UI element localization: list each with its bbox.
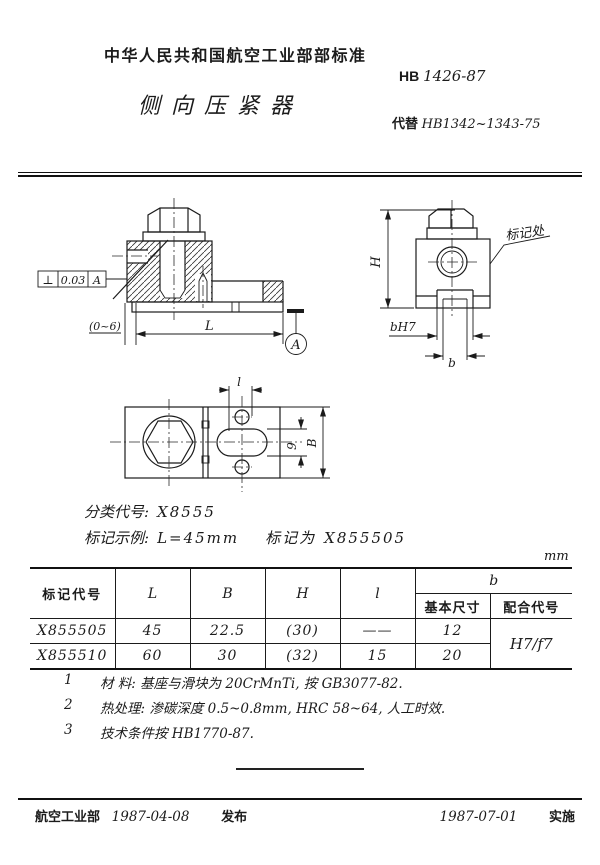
- center-divider-rule: [236, 768, 364, 770]
- overhang-dimension-label: (0~6): [89, 320, 121, 333]
- document-title: 侧向压紧器: [138, 94, 304, 119]
- cell-L: 45: [114, 618, 191, 644]
- table-row: X855505 45 22.5 (30) —— 12 H7/f7: [30, 618, 572, 670]
- table-header-row: 标记代号 L B H l b: [30, 567, 572, 619]
- replaces-note: 代替 HB1342~1343-75: [392, 113, 541, 132]
- note-number: 3: [64, 722, 73, 738]
- notes-block: 1 材 料: 基座与滑块为 20CrMnTi, 按 GB3077-82. 2 热…: [64, 672, 445, 747]
- note-line: 1 材 料: 基座与滑块为 20CrMnTi, 按 GB3077-82.: [64, 672, 445, 692]
- table-unit-label: mm: [544, 549, 569, 564]
- replaces-value: HB1342~1343-75: [421, 117, 541, 132]
- col-header-code: 标记代号: [30, 567, 116, 619]
- width-dimension-label: B: [305, 438, 319, 448]
- cell-l: ——: [339, 618, 416, 644]
- header-divider-rule: [18, 172, 582, 177]
- footer-issue-info: 航空工业部 1987-04-08 发布: [35, 806, 247, 825]
- height-dimension-label: H: [369, 256, 384, 269]
- tolerance-symbol: ⊥: [42, 273, 53, 287]
- standard-number: HB 1426-87: [399, 67, 485, 85]
- side-view-drawing: H 标记处 bH7 b: [369, 200, 551, 370]
- note-number: 1: [64, 672, 73, 688]
- table-subheader-row: 基本尺寸 配合代号: [30, 593, 572, 619]
- top-view-drawing: l 9 B: [110, 375, 330, 492]
- datum-circle-label: A: [290, 338, 300, 353]
- table-row: X855510 60 30 (32) 15 20: [30, 643, 572, 670]
- standard-number-prefix: HB: [399, 68, 420, 84]
- marking-example-condition: L=45mm: [157, 529, 240, 547]
- slot-fit-label: bH7: [390, 320, 416, 334]
- cell-B: 22.5: [189, 618, 266, 644]
- cell-code: X855510: [30, 643, 116, 670]
- footer-issuer: 航空工业部: [35, 809, 101, 824]
- col-header-b: b: [414, 567, 572, 594]
- cell-basic: 20: [414, 643, 491, 670]
- mark-location-label: 标记处: [504, 224, 546, 244]
- note-text: 材 料: 基座与滑块为 20CrMnTi, 按 GB3077-82.: [100, 676, 403, 692]
- l-dimension-label: l: [237, 375, 241, 389]
- cell-fit-code: H7/f7: [489, 618, 572, 670]
- footer-implementation-info: 1987-07-01 实施: [440, 806, 575, 825]
- front-view-drawing: ⊥ 0.03 A (0~6) L A: [37, 198, 307, 355]
- cell-H: (30): [264, 618, 341, 644]
- cell-l: 15: [339, 643, 416, 670]
- marking-example-label: 标记示例:: [84, 529, 150, 547]
- col-header-H: H: [264, 567, 341, 619]
- replaces-prefix: 代替: [392, 116, 419, 131]
- classification-code-value: X8555: [157, 503, 216, 521]
- tolerance-value: 0.03: [61, 274, 86, 287]
- classification-code-label: 分类代号:: [84, 503, 150, 521]
- note-line: 3 技术条件按 HB1770-87.: [64, 722, 445, 742]
- footer-impl-date: 1987-07-01: [439, 809, 518, 825]
- classification-code-line: 分类代号: X8555: [84, 499, 406, 525]
- dimension-table: 标记代号 L B H l b 基本尺寸 配合代号 X855505 45 22.5…: [30, 567, 572, 670]
- col-header-L: L: [114, 567, 191, 619]
- note-number: 2: [64, 697, 73, 713]
- marking-example-value: X855505: [324, 529, 407, 547]
- standard-number-value: 1426-87: [423, 67, 486, 85]
- note-text: 热处理: 渗碳深度 0.5~0.8mm, HRC 58~64, 人工时效.: [100, 701, 446, 717]
- footer-impl-label: 实施: [548, 809, 575, 824]
- slot-width-dimension-label: 9: [285, 442, 299, 450]
- cell-L: 60: [114, 643, 191, 670]
- tolerance-datum: A: [92, 274, 101, 287]
- note-line: 2 热处理: 渗碳深度 0.5~0.8mm, HRC 58~64, 人工时效.: [64, 697, 445, 717]
- marking-example-mid: 标记为: [265, 529, 317, 547]
- length-dimension-label: L: [204, 319, 214, 334]
- cell-H: (32): [264, 643, 341, 670]
- col-header-l: l: [339, 567, 416, 619]
- cell-B: 30: [189, 643, 266, 670]
- footer-divider-rule: [18, 798, 582, 800]
- footer-issue-label: 发布: [221, 809, 248, 824]
- cell-code: X855505: [30, 618, 116, 644]
- marking-example-line: 标记示例: L=45mm 标记为 X855505: [84, 525, 406, 551]
- standard-org-title: 中华人民共和国航空工业部部标准: [104, 48, 367, 65]
- col-header-B: B: [189, 567, 266, 619]
- col-header-fit-code: 配合代号: [489, 593, 572, 619]
- footer-issue-date: 1987-04-08: [111, 809, 190, 825]
- note-text: 技术条件按 HB1770-87.: [100, 726, 254, 742]
- classification-block: 分类代号: X8555 标记示例: L=45mm 标记为 X855505: [84, 499, 406, 551]
- col-header-basic-size: 基本尺寸: [414, 593, 491, 619]
- slot-dimension-label: b: [448, 356, 456, 370]
- cell-basic: 12: [414, 618, 491, 644]
